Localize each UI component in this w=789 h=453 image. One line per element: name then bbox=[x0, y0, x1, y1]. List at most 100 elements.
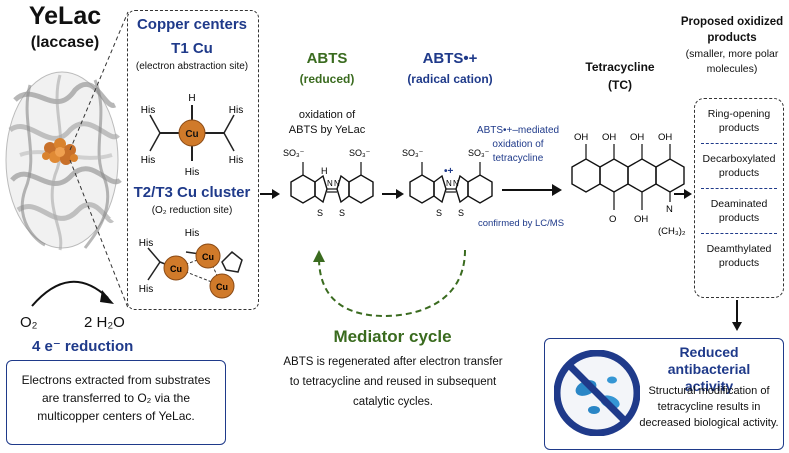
products-subtitle: (smaller, more polar molecules) bbox=[676, 47, 788, 77]
product-divider-3 bbox=[701, 233, 777, 234]
tc-abbr: (TC) bbox=[608, 78, 632, 92]
t1-title: T1 Cu bbox=[171, 40, 213, 57]
mediator-text: ABTS is regenerated after electron trans… bbox=[268, 352, 518, 412]
t1-cu-label: Cu bbox=[185, 129, 198, 140]
tc-oh-2: OH bbox=[602, 132, 616, 143]
abts-subtitle: (reduced) bbox=[299, 72, 355, 86]
t23-cu-3: Cu bbox=[216, 282, 228, 292]
antibacterial-title: Reduced antibacterial activity bbox=[640, 344, 778, 395]
copper-cluster bbox=[42, 138, 78, 165]
mediator-title: Mediator cycle bbox=[333, 327, 452, 346]
product-divider-1 bbox=[701, 143, 777, 144]
products-title-block: Proposed oxidized products bbox=[676, 14, 788, 46]
abts-title: ABTS bbox=[306, 50, 348, 67]
abts-so3-left: SO₃⁻ bbox=[283, 148, 305, 158]
product-item-3: Deaminated products bbox=[695, 189, 783, 225]
no-bacteria-icon bbox=[554, 350, 640, 436]
abts-n-1: N bbox=[327, 179, 333, 188]
arrow-products-to-activity bbox=[732, 300, 742, 331]
product-4-line-2: products bbox=[718, 257, 760, 269]
product-3-line-1: Deaminated bbox=[710, 198, 768, 210]
mediated-note: ABTS•+–mediated oxidation of tetracyclin… bbox=[468, 124, 568, 166]
antibacterial-line-1: Structural modification of bbox=[648, 385, 770, 397]
explain-line-3: multicopper centers of YeLac. bbox=[37, 409, 195, 423]
arrow-copper-to-abts bbox=[260, 189, 280, 199]
protein-structure bbox=[5, 71, 122, 251]
abts-n-2: N bbox=[334, 179, 340, 188]
mediated-line-1: ABTS•+–mediated bbox=[476, 125, 560, 136]
radical-so3-right: SO₃⁻ bbox=[468, 148, 490, 158]
o2-label: O₂ bbox=[20, 314, 38, 331]
products-title-2: products bbox=[707, 32, 757, 44]
antibacterial-line-2: tetracycline results in bbox=[657, 401, 761, 413]
tc-n: N bbox=[666, 204, 673, 215]
water-label: 2 H₂O bbox=[84, 314, 125, 331]
product-2-line-1: Decarboxylated bbox=[702, 153, 776, 165]
tc-oh-4: OH bbox=[658, 132, 672, 143]
product-2-line-2: products bbox=[718, 167, 760, 179]
product-4-line-1: Deamthylated bbox=[706, 243, 772, 255]
product-item-1: Ring-opening products bbox=[695, 99, 783, 135]
o2-curved-arrow bbox=[31, 281, 114, 307]
t23-cu-1: Cu bbox=[170, 264, 182, 274]
products-subtitle-2: molecules) bbox=[706, 63, 758, 75]
mediated-line-3: tetracycline bbox=[492, 153, 544, 164]
enzyme-subtitle: (laccase) bbox=[30, 34, 100, 51]
copper-centers-box bbox=[127, 10, 259, 310]
arrow-tc-to-products bbox=[674, 189, 692, 199]
mediator-line-3: catalytic cycles. bbox=[353, 396, 433, 408]
t23-site: Cu Cu Cu His His His bbox=[139, 228, 243, 299]
tc-o-1: O bbox=[609, 214, 616, 225]
arrow-abts-to-radical bbox=[382, 189, 404, 199]
t1-desc: (electron abstraction site) bbox=[135, 61, 249, 72]
product-item-4: Deamthylated products bbox=[695, 234, 783, 270]
t23-his-3: His bbox=[185, 228, 199, 239]
tc-nme: (CH₃)₂ bbox=[658, 226, 686, 237]
products-box: Ring-opening products Decarboxylated pro… bbox=[694, 98, 784, 298]
copper-centers-title: Copper centers bbox=[136, 16, 248, 33]
antibacterial-text: Structural modification of tetracycline … bbox=[636, 383, 782, 431]
radical-charge: •+ bbox=[444, 166, 454, 177]
mediated-line-2: oxidation of bbox=[492, 139, 544, 150]
tc-oh-1: OH bbox=[574, 132, 588, 143]
antibacterial-title-1: Reduced antibacterial bbox=[667, 344, 751, 377]
mediator-cycle-arrow bbox=[313, 249, 466, 318]
mediator-line-2: to tetracycline and reused in subsequent bbox=[289, 376, 497, 388]
explain-line-2: are transferred to O₂ via the bbox=[41, 391, 191, 405]
t1-his-2: His bbox=[141, 155, 155, 166]
radical-n-2: N bbox=[453, 179, 459, 188]
arrow-radical-to-tc bbox=[502, 184, 562, 196]
antibacterial-title-2: activity bbox=[684, 378, 734, 394]
radical-n-1: N bbox=[446, 179, 452, 188]
antibacterial-line-3: decreased biological activity. bbox=[639, 417, 779, 429]
t1-his-5: His bbox=[185, 167, 199, 178]
radical-title: ABTS•+ bbox=[422, 50, 478, 67]
product-3-line-2: products bbox=[718, 212, 760, 224]
tc-oh-5: OH bbox=[634, 214, 648, 225]
antibacterial-box bbox=[544, 338, 784, 450]
t23-cu-2: Cu bbox=[202, 252, 214, 262]
t23-title: T2/T3 Cu cluster bbox=[133, 184, 251, 201]
t1-h-label: H bbox=[188, 93, 195, 104]
oxidation-line-2: ABTS by YeLac bbox=[288, 124, 366, 136]
abts-oxidation-note: oxidation of ABTS by YeLac bbox=[266, 108, 388, 138]
enzyme-name: YeLac bbox=[28, 2, 102, 30]
confirmed-note: confirmed by LC/MS bbox=[477, 218, 565, 229]
product-divider-2 bbox=[701, 188, 777, 189]
electron-explain-box: Electrons extracted from substrates are … bbox=[6, 360, 226, 445]
t1-site: Cu H His His His His His bbox=[141, 93, 243, 178]
product-1-line-2: products bbox=[718, 122, 760, 134]
t23-his-1: His bbox=[139, 238, 153, 249]
abts-h: H bbox=[321, 166, 328, 176]
t23-desc: (O₂ reduction site) bbox=[151, 205, 233, 216]
t23-his-2: His bbox=[139, 284, 153, 295]
radical-so3-left: SO₃⁻ bbox=[402, 148, 424, 158]
abts-reduced-structure: SO₃⁻ SO₃⁻ H N N S S bbox=[283, 148, 374, 218]
mediator-line-1: ABTS is regenerated after electron trans… bbox=[283, 356, 503, 368]
tc-oh-3: OH bbox=[630, 132, 644, 143]
t1-his-4: His bbox=[229, 155, 243, 166]
t1-his-1: His bbox=[141, 105, 155, 116]
product-1-line-1: Ring-opening bbox=[707, 108, 771, 120]
abts-s-left: S bbox=[317, 208, 323, 218]
